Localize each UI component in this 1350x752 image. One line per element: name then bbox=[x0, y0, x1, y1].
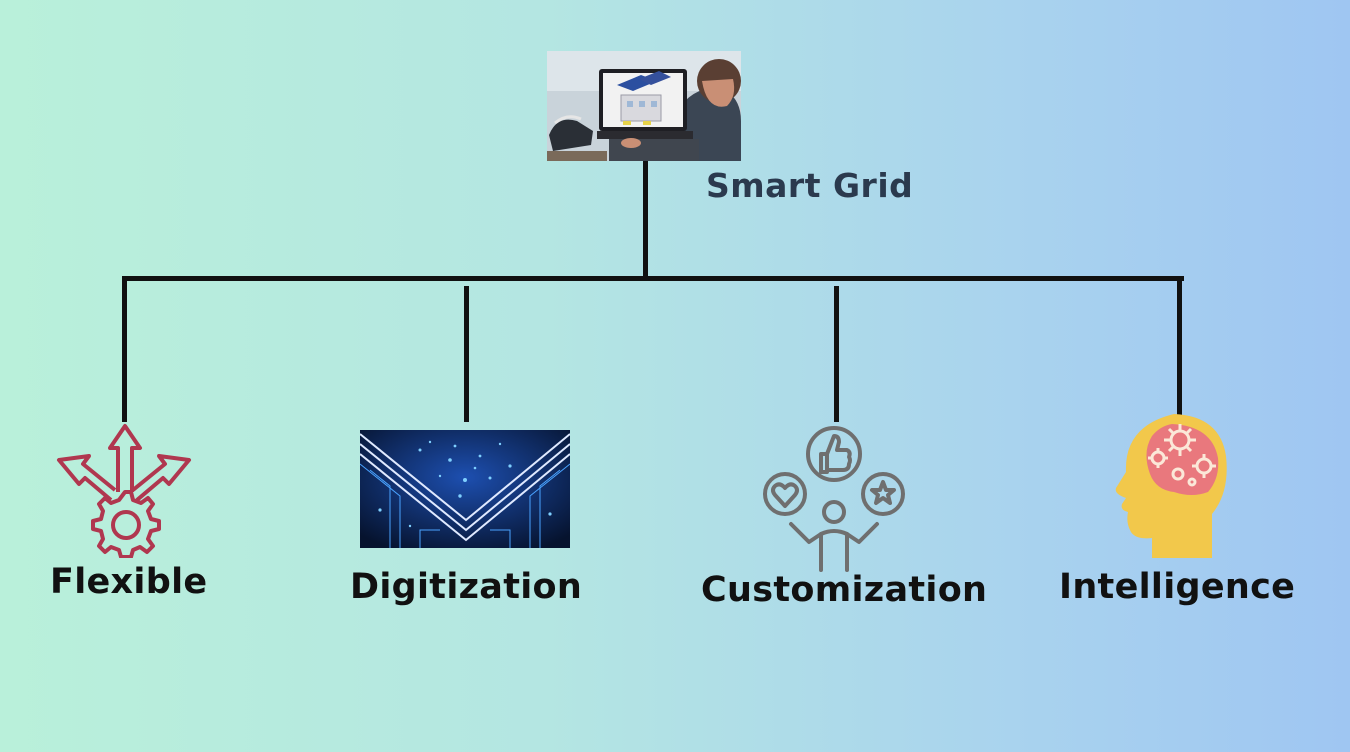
label-flexible: Flexible bbox=[50, 562, 208, 602]
circuit-board-image bbox=[360, 430, 570, 548]
branch-line-digitization bbox=[464, 286, 469, 422]
label-customization: Customization bbox=[701, 570, 988, 610]
root-connector-line bbox=[643, 160, 648, 280]
branch-line-intelligence bbox=[1177, 276, 1182, 416]
branch-line-flexible bbox=[122, 276, 127, 422]
horizontal-connector-line bbox=[122, 276, 1184, 281]
person-with-like-heart-star-icon bbox=[763, 426, 905, 572]
label-intelligence: Intelligence bbox=[1059, 567, 1296, 607]
head-with-gears-icon bbox=[1115, 414, 1227, 558]
smart-grid-photo bbox=[547, 51, 741, 161]
label-digitization: Digitization bbox=[350, 567, 583, 607]
root-title: Smart Grid bbox=[706, 166, 914, 205]
arrows-from-gear-icon bbox=[57, 424, 191, 558]
branch-line-customization bbox=[834, 286, 839, 422]
